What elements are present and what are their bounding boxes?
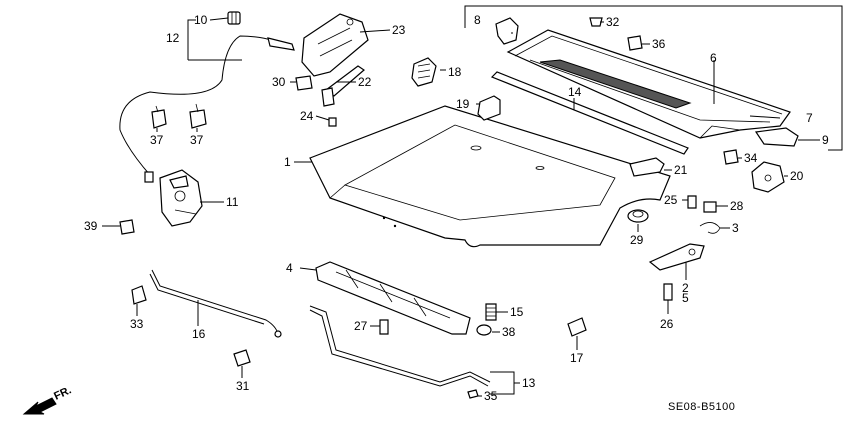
callout-29: 29 xyxy=(630,233,644,247)
callout-15: 15 xyxy=(510,305,524,319)
bracket-20 xyxy=(751,161,785,193)
grommet-30 xyxy=(295,75,313,91)
bolt-25 xyxy=(687,195,697,209)
callout-12: 12 xyxy=(166,31,180,45)
callout-9: 9 xyxy=(822,133,829,147)
bolt-24 xyxy=(328,117,337,127)
nut-34 xyxy=(723,149,739,165)
leader-lines xyxy=(102,17,820,397)
callout-25: 25 xyxy=(664,193,678,207)
callout-21: 21 xyxy=(674,163,688,177)
hood-panel xyxy=(309,105,671,248)
direction-label: FR. xyxy=(52,384,73,402)
callout-39: 39 xyxy=(84,219,98,233)
callout-7: 7 xyxy=(806,111,813,125)
callout-22: 22 xyxy=(358,75,372,89)
clip-36 xyxy=(627,35,643,51)
nut-28 xyxy=(703,201,717,213)
callout-17: 17 xyxy=(570,351,584,365)
clip-10 xyxy=(227,11,241,25)
callout-6: 6 xyxy=(710,51,717,65)
callout-8: 8 xyxy=(474,13,481,27)
callout-20: 20 xyxy=(790,169,804,183)
front-direction-arrow-icon: FR. xyxy=(22,384,73,415)
clip-35 xyxy=(467,389,479,399)
callout-32: 32 xyxy=(606,15,620,29)
callout-24: 24 xyxy=(300,109,314,123)
callout-26: 26 xyxy=(660,317,674,331)
prop-rod-13 xyxy=(309,305,491,387)
cable-bracket-box xyxy=(187,19,242,61)
callout-27: 27 xyxy=(354,319,368,333)
bolt-26 xyxy=(663,283,673,301)
bracket-21 xyxy=(629,157,665,177)
callout-18: 18 xyxy=(448,65,462,79)
hood-lock xyxy=(159,169,203,227)
cowl-seal-strip xyxy=(490,71,689,155)
clip-37a xyxy=(151,105,167,129)
callout-3: 3 xyxy=(732,221,739,235)
callout-11: 11 xyxy=(226,195,239,209)
hood-seal-support xyxy=(315,261,471,335)
callout-13: 13 xyxy=(522,376,536,390)
clip-8 xyxy=(495,17,519,45)
hood-release-cable xyxy=(119,35,295,183)
clip-39 xyxy=(119,219,135,235)
clip-32 xyxy=(589,17,603,27)
rubber-stop-29 xyxy=(627,209,649,223)
holder-33 xyxy=(131,285,147,305)
callout-23: 23 xyxy=(392,23,406,37)
bracket-19 xyxy=(477,95,501,121)
callout-35: 35 xyxy=(484,389,498,403)
latch-17 xyxy=(567,317,587,337)
hood-hinge-2-5 xyxy=(648,243,705,271)
grommet-38 xyxy=(476,324,492,336)
callout-5: 5 xyxy=(682,291,689,305)
seal-18 xyxy=(411,57,437,87)
support-rod-16 xyxy=(149,269,282,338)
callout-labels: 1 2 3 4 5 6 7 8 9 10 11 12 13 14 15 16 1… xyxy=(84,13,829,403)
callout-2: 2 xyxy=(682,281,689,295)
cowl-trim-box xyxy=(464,5,843,151)
hinge-stay xyxy=(321,65,365,107)
callout-16: 16 xyxy=(192,327,206,341)
diagram-code: SE08-B5100 xyxy=(668,401,735,413)
hood-hinge-bracket xyxy=(301,13,369,77)
callout-30: 30 xyxy=(272,75,286,89)
callout-33: 33 xyxy=(130,317,144,331)
callout-1: 1 xyxy=(284,155,291,169)
bracket-9 xyxy=(754,127,799,147)
clip-3 xyxy=(699,222,721,234)
spring-15 xyxy=(485,303,497,321)
callout-14: 14 xyxy=(568,85,582,99)
callout-28: 28 xyxy=(730,199,744,213)
holder-31 xyxy=(233,349,251,367)
callout-10: 10 xyxy=(194,13,208,27)
callout-19: 19 xyxy=(456,97,470,111)
callout-34: 34 xyxy=(744,151,758,165)
callout-37b: 37 xyxy=(190,133,204,147)
callout-31: 31 xyxy=(236,379,250,393)
callout-37a: 37 xyxy=(150,133,164,147)
callout-38: 38 xyxy=(502,325,516,339)
cowl-top-panel xyxy=(506,29,791,139)
bolt-27 xyxy=(379,319,389,335)
callout-4: 4 xyxy=(286,261,293,275)
clip-37b xyxy=(189,103,207,129)
callout-36: 36 xyxy=(652,37,666,51)
